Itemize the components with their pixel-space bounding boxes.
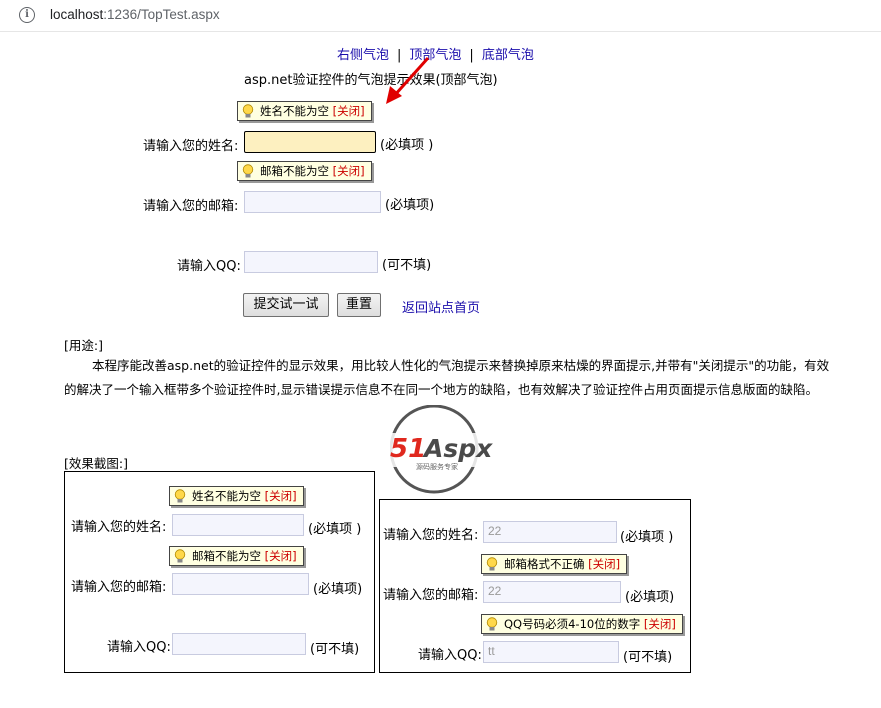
name-label: 请输入您的姓名:	[71, 520, 167, 535]
nav-top-bubble-link[interactable]: 顶部气泡	[409, 48, 462, 63]
red-arrow-annotation	[386, 56, 430, 104]
name-required-note: (必填项 )	[620, 530, 674, 545]
lightbulb-icon	[486, 617, 498, 631]
nav-bottom-bubble-link[interactable]: 底部气泡	[481, 48, 534, 63]
qq-input[interactable]	[244, 251, 378, 273]
url-text[interactable]: localhost:1236/TopTest.aspx	[50, 7, 220, 22]
usage-heading: [用途:]	[64, 338, 103, 353]
email-error-bubble: 邮箱不能为空 [关闭]	[237, 161, 372, 181]
name-field-image	[172, 514, 304, 536]
lightbulb-icon	[242, 164, 254, 178]
email-error-bubble: 邮箱不能为空 [关闭]	[169, 546, 304, 566]
qq-field-image	[172, 633, 306, 655]
qq-label: 请输入QQ:	[418, 648, 482, 663]
qq-error-bubble: QQ号码必须4-10位的数字 [关闭]	[481, 614, 683, 634]
page-title: asp.net验证控件的气泡提示效果(顶部气泡)	[244, 73, 498, 88]
svg-text:源码服务专家: 源码服务专家	[416, 462, 458, 471]
email-error-bubble: 邮箱格式不正确 [关闭]	[481, 554, 628, 574]
screenshot-right: 请输入您的姓名: 22 (必填项 ) 邮箱格式不正确 [关闭] 请输入您的邮箱:…	[379, 499, 691, 673]
qq-optional-note: (可不填)	[382, 258, 432, 273]
name-field-image: 22	[483, 521, 617, 543]
email-label: 请输入您的邮箱:	[143, 199, 239, 214]
qq-field-image: tt	[483, 641, 619, 663]
watermark-logo-image: 51 Aspx 源码服务专家	[389, 404, 512, 494]
screenshots-heading: [效果截图:]	[64, 456, 128, 471]
info-icon[interactable]: i	[19, 7, 35, 23]
qq-optional-note: (可不填)	[310, 642, 360, 657]
name-label: 请输入您的姓名:	[143, 139, 239, 154]
lightbulb-icon	[486, 557, 498, 571]
bubble-nav: 右侧气泡|顶部气泡|底部气泡	[337, 48, 534, 63]
name-required-note: (必填项 )	[380, 138, 434, 153]
email-field-image	[172, 573, 309, 595]
email-field-image: 22	[483, 581, 621, 603]
name-label: 请输入您的姓名:	[383, 528, 479, 543]
submit-button[interactable]: 提交试一试	[243, 293, 329, 317]
watermark-logo: 51 Aspx 源码服务专家	[389, 404, 512, 495]
name-input[interactable]	[244, 131, 376, 153]
email-required-note: (必填项)	[313, 582, 363, 597]
qq-label: 请输入QQ:	[177, 259, 241, 274]
nav-right-bubble-link[interactable]: 右侧气泡	[337, 48, 390, 63]
email-label: 请输入您的邮箱:	[71, 580, 167, 595]
home-link[interactable]: 返回站点首页	[402, 301, 481, 316]
svg-text:Aspx: Aspx	[422, 434, 493, 463]
lightbulb-icon	[242, 104, 254, 118]
svg-text:51: 51	[390, 434, 426, 464]
qq-label: 请输入QQ:	[107, 640, 171, 655]
screenshot-left: 姓名不能为空 [关闭] 请输入您的姓名: (必填项 ) 邮箱不能为空 [关闭] …	[64, 471, 375, 673]
name-error-bubble: 姓名不能为空 [关闭]	[169, 486, 304, 506]
usage-text: 本程序能改善asp.net的验证控件的显示效果，用比较人性化的气泡提示来替换掉原…	[64, 358, 830, 397]
address-bar[interactable]: i localhost:1236/TopTest.aspx	[0, 0, 881, 32]
close-bubble-link[interactable]: [关闭]	[332, 104, 365, 118]
name-required-note: (必填项 )	[308, 522, 362, 537]
email-label: 请输入您的邮箱:	[383, 588, 479, 603]
lightbulb-icon	[174, 489, 186, 503]
reset-button[interactable]: 重置	[337, 293, 381, 317]
email-required-note: (必填项)	[625, 590, 675, 605]
lightbulb-icon	[174, 549, 186, 563]
qq-optional-note: (可不填)	[623, 650, 673, 665]
name-error-bubble: 姓名不能为空 [关闭]	[237, 101, 372, 121]
close-bubble-link[interactable]: [关闭]	[332, 164, 365, 178]
email-input[interactable]	[244, 191, 381, 213]
email-required-note: (必填项)	[385, 198, 435, 213]
